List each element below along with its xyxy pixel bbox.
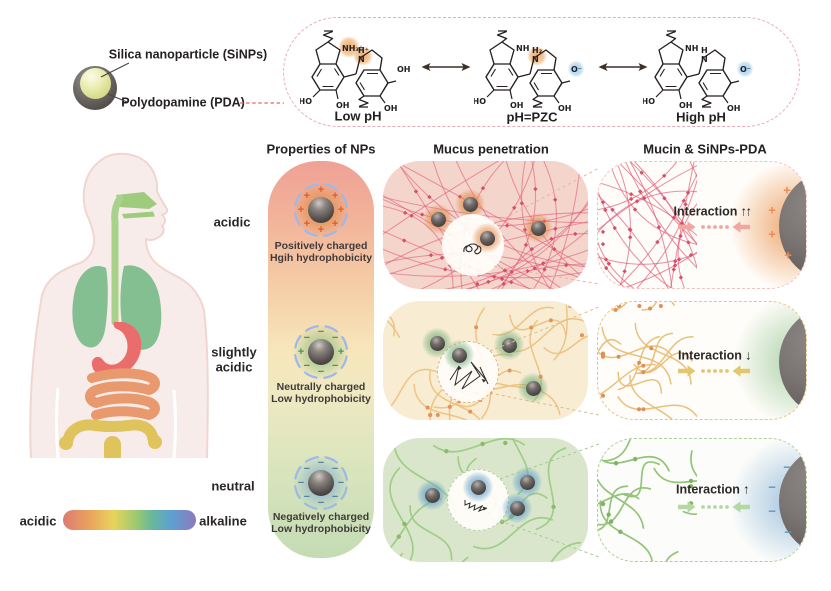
chem-structure-low-ph: NH₃⁺H⁺N HO OH OH OH [300,30,411,112]
np-charge-signs: −−−−−−−− [297,457,345,509]
positively-charged-np-icon: ++++++++ [289,178,353,242]
colon-end-left [59,436,73,450]
trapped-trajectory-squiggle [463,243,482,255]
svg-text:OH: OH [397,65,411,74]
region-label-slightly-acidic: slightly acidic [211,344,257,375]
pzc-label: pH=PZC [506,109,558,125]
svg-text:H: H [701,46,708,55]
high-ph-label: High pH [676,109,726,125]
svg-text:OH: OH [558,104,572,112]
ph-scale-bar [63,510,196,530]
small-intestine [85,368,160,420]
np-core [308,470,334,496]
silica-core-icon [80,68,111,99]
scale-label-acidic: acidic [19,513,57,529]
hindered-trajectory-squiggle [449,361,489,390]
properties-title: Properties of NPs [266,141,376,157]
svg-text:OH: OH [679,101,693,110]
np-corona-ring [293,324,349,380]
pda-label: Polydopamine (PDA) [121,95,245,110]
nanoparticle [492,328,526,362]
stomach [91,322,142,377]
region-label-acidic: acidic [213,214,251,230]
arm-gap-left [55,387,60,459]
svg-text:HO: HO [643,97,655,106]
svg-text:N: N [358,55,365,64]
left-lung [72,266,108,348]
colon-center [104,436,121,464]
svg-text:N: N [532,55,539,64]
nasal-cavity [116,192,157,209]
low-ph-label: Low pH [334,108,382,124]
np-core [308,339,334,365]
nanoparticle [415,478,449,512]
colon-end-right [148,435,162,449]
nanoparticle [470,221,504,255]
svg-text:H⁺: H⁺ [358,46,369,55]
mucin-title: Mucin & SiNPs-PDA [643,141,767,157]
interaction-label: Interaction↑↑ [673,203,752,219]
np-charge-signs: −−+−−−+− [297,326,345,378]
penetrating-trajectory-squiggle [464,500,488,512]
mucus-title: Mucus penetration [433,141,549,157]
trachea [111,194,124,326]
region-label-neutral: neutral [211,478,255,494]
svg-text:NH: NH [516,44,529,53]
equilibrium-arrow-right [598,63,648,71]
interaction-label: Interaction↑ [676,481,749,497]
nanoparticle [442,338,476,372]
mucin-box-acidic: Interaction↑↑ ++++ [597,161,807,289]
np-charge-signs: ++++++++ [297,184,345,236]
equilibrium-arrow-left [421,63,471,71]
svg-text:H₂: H₂ [532,46,543,55]
np-corona-ring [293,182,349,238]
svg-text:OH: OH [336,101,350,110]
attraction-arrows [678,365,750,377]
attraction-arrows [678,501,750,513]
mouth [122,211,155,219]
nanoparticle [461,470,495,504]
svg-text:NH: NH [685,44,698,53]
mucin-mesh [598,439,697,561]
svg-text:OH: OH [510,101,524,110]
svg-text:NH₃⁺: NH₃⁺ [342,44,363,53]
svg-text:OH: OH [384,104,398,112]
svg-text:HO: HO [474,97,486,106]
svg-text:OH: OH [727,104,741,112]
svg-text:HO: HO [300,97,312,106]
svg-text:O⁻: O⁻ [740,65,751,74]
colon [62,419,159,446]
np-corona-ring [293,455,349,511]
neutrally-charged-np-icon: −−+−−−+− [289,320,353,384]
mucin-box-neutral: Interaction↑ −−−− [597,438,807,562]
negatively-charged-np-icon: −−−−−−−− [289,451,353,515]
nanoparticle [516,371,550,405]
interaction-label: Interaction↓ [678,347,751,363]
legs-mask [0,458,260,520]
attraction-arrows [678,221,750,233]
mucin-mesh [598,302,697,419]
svg-text:O⁻: O⁻ [571,65,582,74]
arm-gap-right [172,389,177,459]
human-body-illustration [29,152,209,464]
scale-label-alkaline: alkaline [199,513,247,529]
nanoparticle [521,211,555,245]
silica-label: Silica nanoparticle (SiNPs) [108,47,268,62]
mucin-box-slightly-acidic: Interaction↓ [597,301,807,420]
svg-text:N: N [701,55,708,64]
nanoparticle [500,491,534,525]
body-silhouette [29,152,209,461]
np-core [308,197,334,223]
pda-ph-states-box [283,17,800,127]
